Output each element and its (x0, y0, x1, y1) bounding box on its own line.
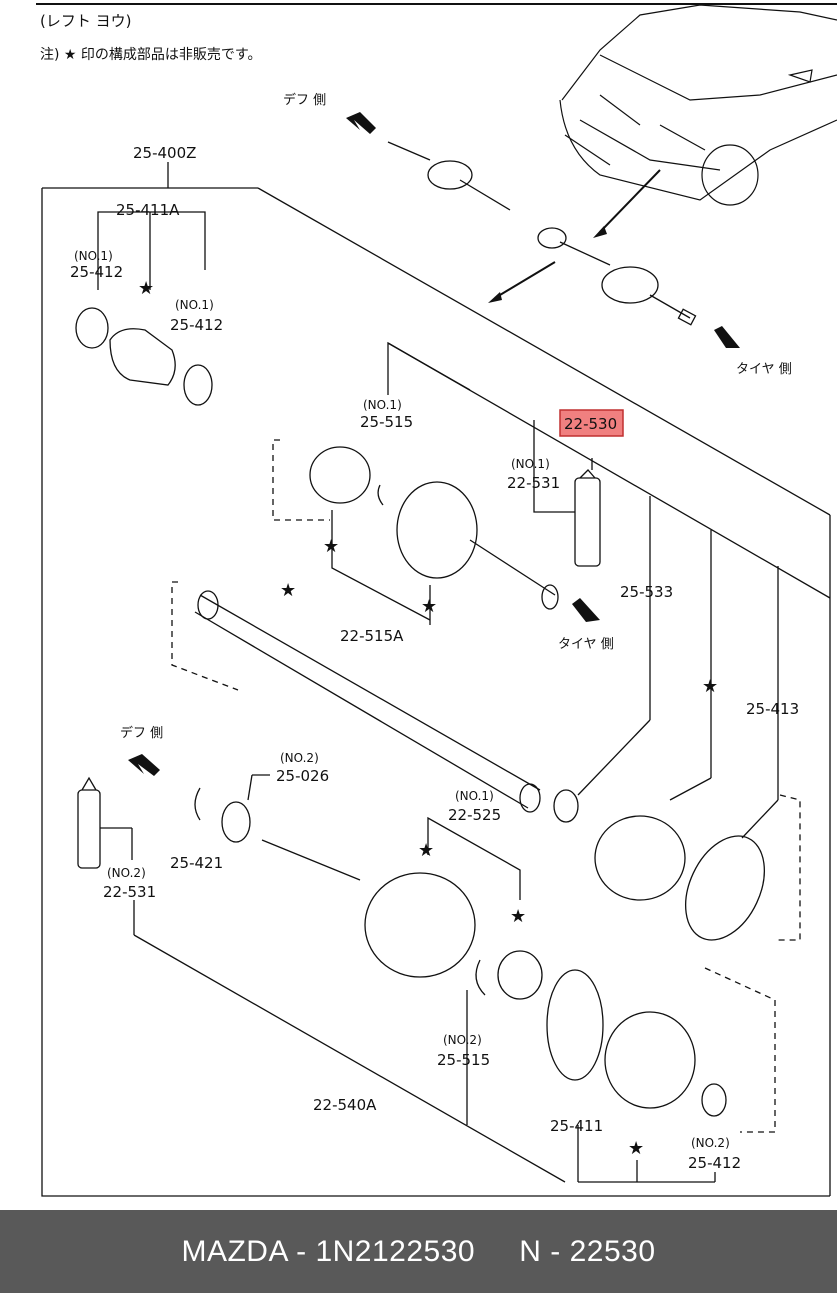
star-3: ★ (421, 596, 437, 617)
note-text: 注) ★ 印の構成部品は非販売です。 (40, 47, 262, 63)
callout-labels: 25-400Z 25-411A (NO.1) 25-412 (NO.1) 25-… (70, 144, 799, 1172)
callout-no2-a: (NO.2) (280, 751, 319, 765)
drive-shaft (171, 581, 541, 813)
joint-inner-parts (77, 774, 776, 1183)
star-markers: ★ ★ ★ ★ ★ ★ ★ ★ (138, 278, 718, 1159)
car-illustration (559, 4, 837, 206)
callout-joint-inner-kit: 22-540A (313, 1096, 377, 1114)
callout-snap-ring-2: 25-515 (437, 1051, 490, 1069)
callout-bearing-ring: 22-525 (448, 806, 501, 824)
callout-assembly: 25-400Z (133, 144, 196, 162)
diff-arrow-top (346, 112, 376, 134)
star-8: ★ (628, 1138, 644, 1159)
star-4: ★ (280, 580, 296, 601)
callout-clip: 25-421 (170, 854, 223, 872)
callout-no2-c: (NO.2) (443, 1033, 482, 1047)
callout-no1-e: (NO.1) (455, 789, 494, 803)
callout-grease-2: 22-531 (103, 883, 156, 901)
boot-kit-outer-parts (75, 211, 213, 406)
callout-no1-a: (NO.1) (74, 249, 113, 263)
boot-band-parts (553, 496, 801, 941)
section-title: (レフト ヨウ) (40, 12, 132, 30)
tire-arrow-top (714, 326, 740, 348)
callout-band-a: 25-413 (746, 700, 799, 718)
label-diff-bottom: デフ 側 (120, 725, 163, 741)
highlight-box (559, 409, 624, 437)
callout-snap-ring-1: 25-515 (360, 413, 413, 431)
star-5: ★ (702, 676, 718, 697)
callout-highlight: 22-530 (564, 415, 617, 433)
callout-clamp-c: 25-412 (688, 1154, 741, 1172)
callout-boot-inner: 25-411 (550, 1117, 603, 1135)
assembly-frame (41, 162, 831, 1197)
star-6: ★ (418, 840, 434, 861)
callout-no1-b: (NO.1) (175, 298, 214, 312)
callout-no1-c: (NO.1) (363, 398, 402, 412)
footer-bar: MAZDA - 1N2122530 N - 22530 (0, 1210, 837, 1293)
star-2: ★ (323, 536, 339, 557)
car-pointer-arrow (599, 169, 661, 233)
callout-grease-1: 22-531 (507, 474, 560, 492)
callout-no2-b: (NO.2) (107, 866, 146, 880)
callout-no1-d: (NO.1) (511, 457, 550, 471)
exploded-parts-diagram: デフ 側 タイヤ 側 タイヤ 側 デフ 側 (36, 3, 837, 1197)
callout-joint-outer-kit: 22-515A (340, 627, 404, 645)
callout-clamp-b: 25-412 (170, 316, 223, 334)
tire-arrow-mid (572, 598, 600, 622)
label-tire-mid: タイヤ 側 (558, 637, 614, 652)
callout-clamp-a: 25-412 (70, 263, 123, 281)
label-diff-top: デフ 側 (283, 92, 326, 108)
overview-shaft (387, 141, 697, 326)
callout-no2-d: (NO.2) (691, 1136, 730, 1150)
footer-part-number: MAZDA - 1N2122530 N - 22530 (181, 1234, 656, 1268)
callout-dust-seal: 25-026 (276, 767, 329, 785)
star-7: ★ (510, 906, 526, 927)
callout-boot-kit-outer: 25-411A (116, 201, 180, 219)
label-tire-top: タイヤ 側 (736, 362, 792, 377)
diff-arrow-bottom (128, 754, 160, 776)
callout-boot-clamp: 25-533 (620, 583, 673, 601)
star-1: ★ (138, 278, 154, 299)
joint-outer-parts (272, 341, 831, 625)
